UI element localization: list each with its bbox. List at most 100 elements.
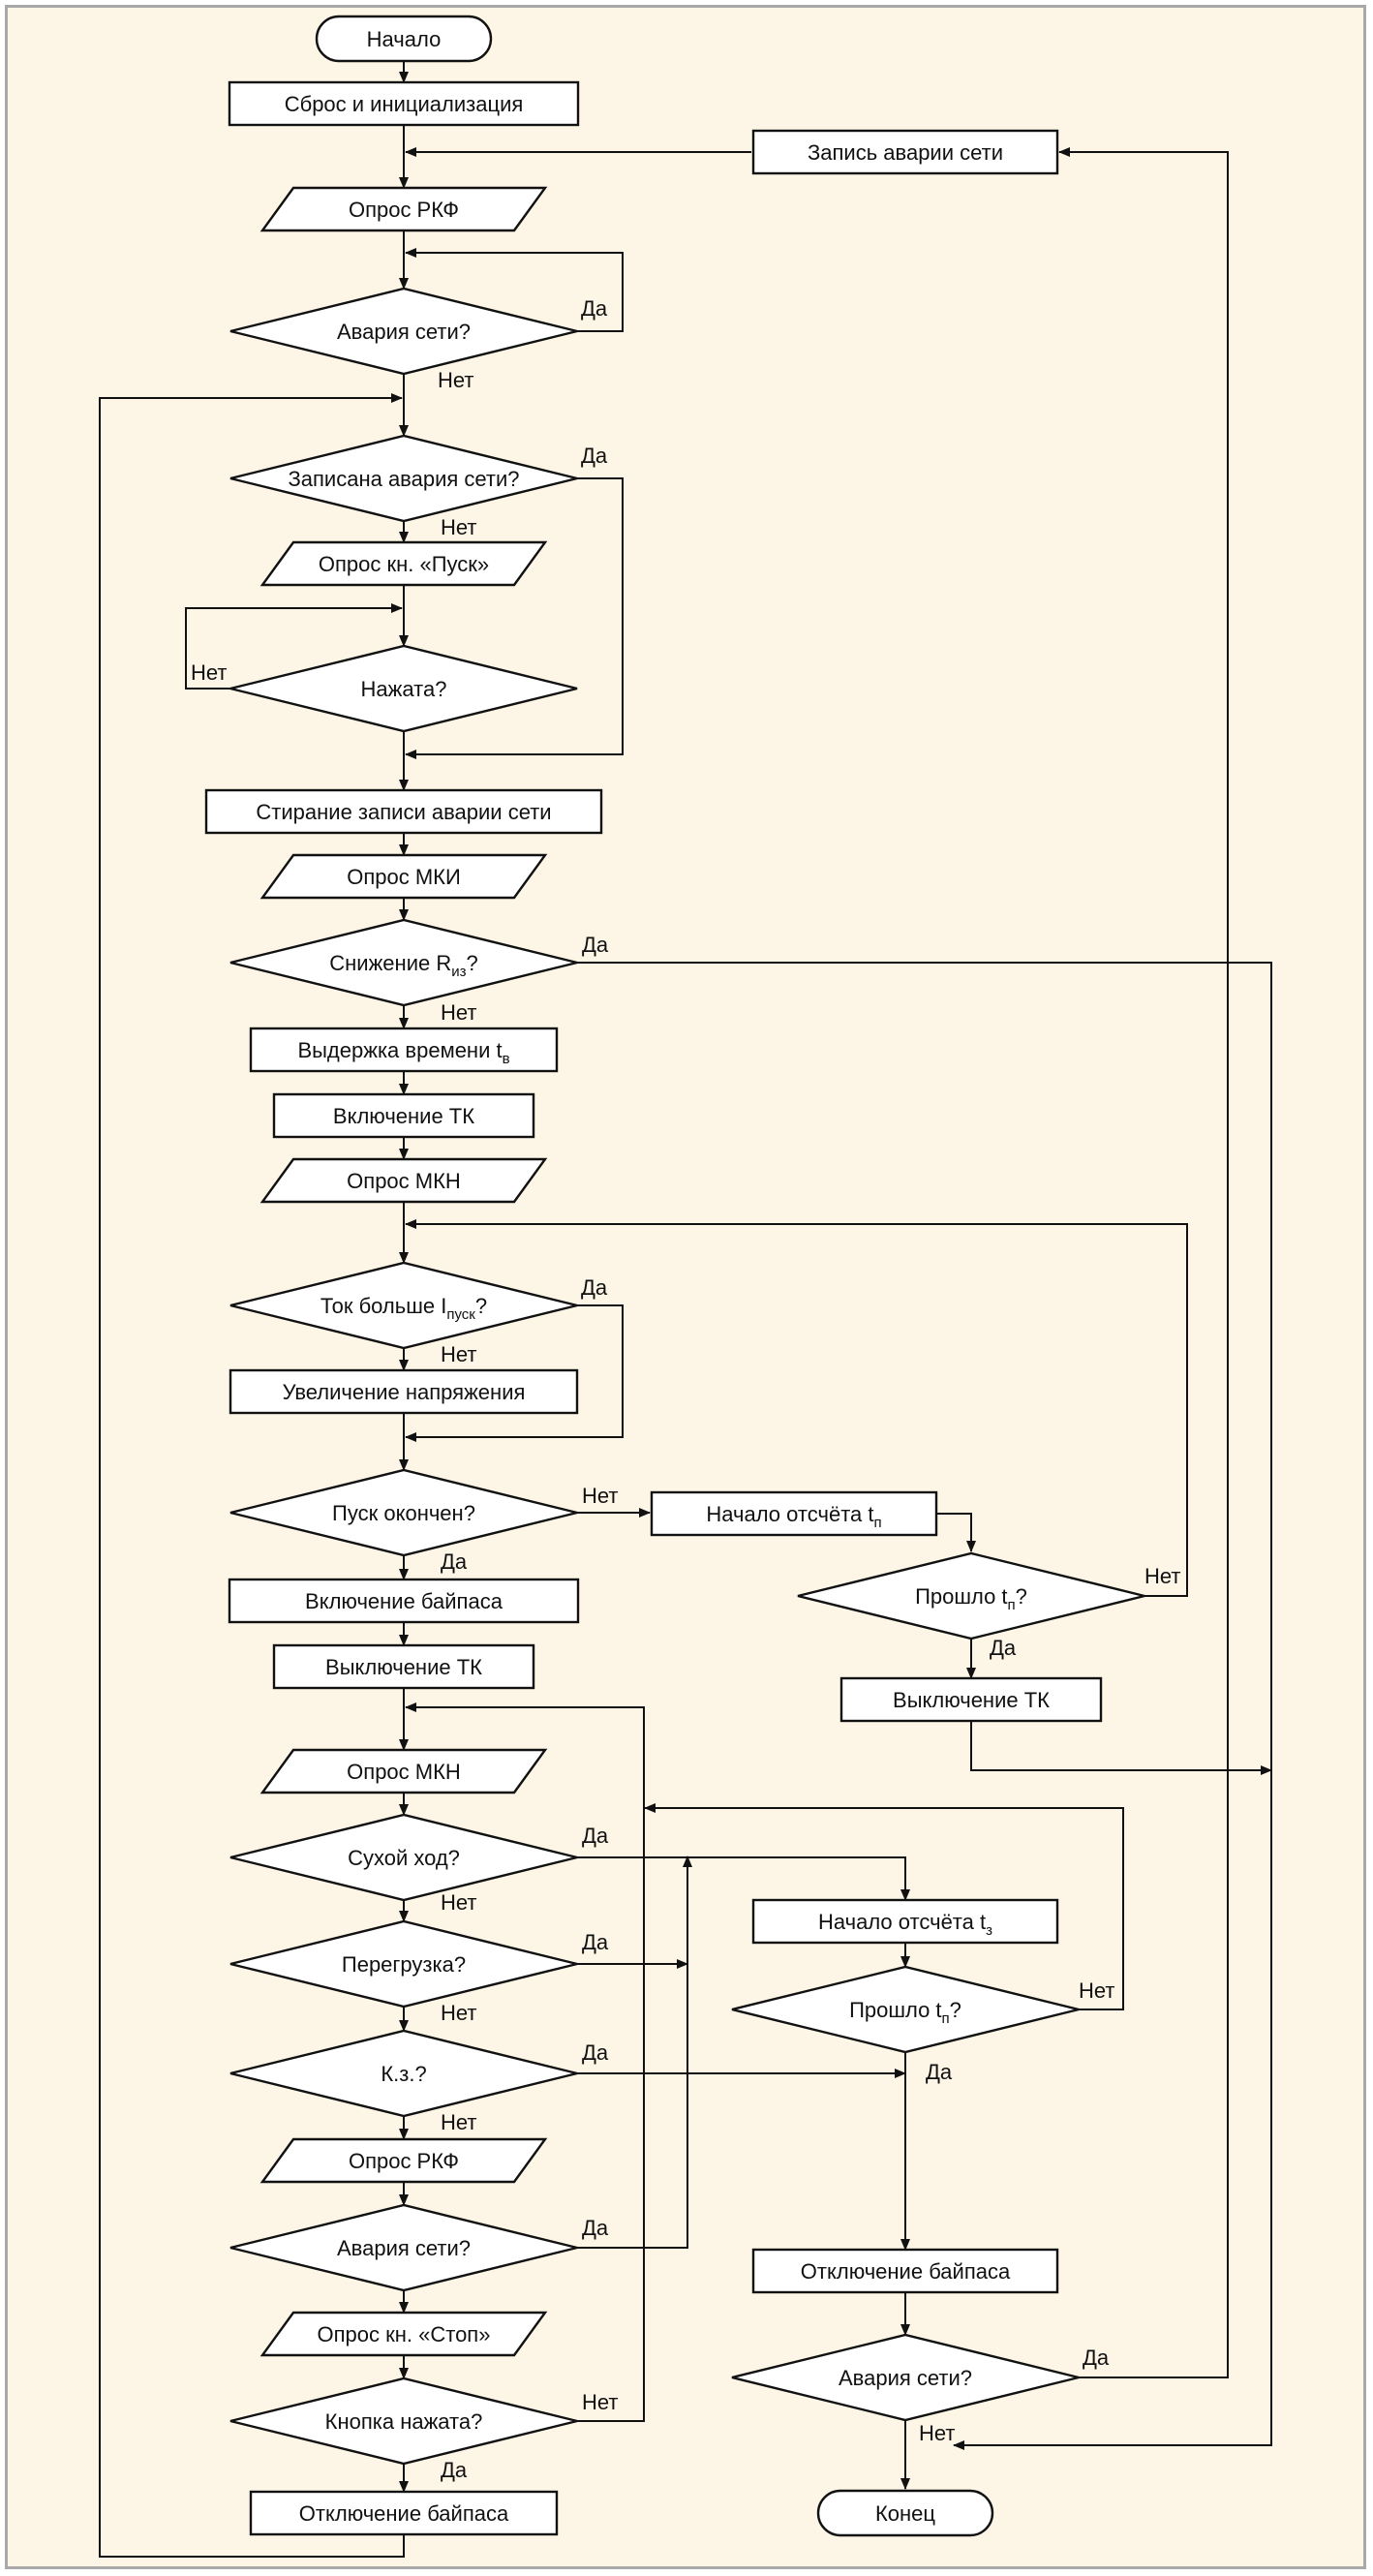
node-button-pressed: Кнопка нажата? — [229, 2377, 578, 2466]
node-elapsed-tp2: Прошло tп? — [731, 1965, 1080, 2054]
io-shape — [259, 540, 548, 587]
node-label-text: Выдержка времени t — [297, 1038, 502, 1062]
node-start-tp: Начало отсчёта tп — [650, 1490, 938, 1537]
connector-arrow — [405, 1304, 624, 1442]
node-dry-run: Сухой ход? — [229, 1813, 578, 1902]
node-label-text: Включение ТК — [333, 1104, 474, 1128]
node-tk-off-right: Выключение ТК — [839, 1676, 1103, 1723]
node-label: Опрос РКФ — [349, 2149, 459, 2173]
branch-label-no: Нет — [441, 1342, 476, 1366]
node-label-subscript: з — [986, 1922, 992, 1939]
node-delay-tv: Выдержка времени tв — [249, 1027, 559, 1073]
node-start-tz: Начало отсчёта tз — [751, 1898, 1059, 1945]
branch-label-no: Нет — [582, 2390, 618, 2414]
node-label-text: Отключение байпаса — [801, 2259, 1011, 2284]
proc-shape — [228, 80, 580, 127]
dec-shape — [229, 644, 578, 733]
node-label: Перегрузка? — [342, 1952, 466, 1977]
node-elapsed-tp: Прошло tп? — [797, 1551, 1145, 1641]
node-end: Конец — [816, 2489, 994, 2537]
node-label-text: Авария сети? — [839, 2366, 972, 2390]
dec-shape — [731, 1965, 1080, 2054]
node-label: Запись аварии сети — [808, 140, 1003, 165]
node-label-tail: ? — [1016, 1584, 1027, 1609]
node-label-text: Сброс и инициализация — [285, 92, 524, 116]
branch-label-no: Нет — [441, 2110, 476, 2134]
node-label-text: Опрос МКН — [347, 1760, 461, 1784]
node-label-subscript: п — [1008, 1597, 1016, 1613]
node-riz-drop: Снижение Rиз? — [229, 918, 578, 1007]
term-shape — [816, 2489, 994, 2537]
node-label-text: К.з.? — [381, 2062, 426, 2086]
io-shape — [259, 853, 548, 900]
proc-shape — [272, 1643, 535, 1690]
connector-arrow — [405, 1219, 1188, 1597]
node-label-text: Перегрузка? — [342, 1952, 466, 1977]
proc-shape — [229, 1368, 579, 1415]
node-bypass-off-right: Отключение байпаса — [751, 2248, 1059, 2294]
node-label-text: Выключение ТК — [893, 1688, 1050, 1712]
connector-arrow — [185, 603, 403, 690]
node-label: Увеличение напряжения — [283, 1380, 526, 1404]
node-label: Кнопка нажата? — [325, 2409, 483, 2434]
node-reset: Сброс и инициализация — [228, 80, 580, 127]
dec-shape — [731, 2333, 1080, 2422]
connector-arrow — [1058, 147, 1229, 2378]
io-shape — [259, 186, 548, 232]
dec-shape — [229, 1468, 578, 1557]
node-label-subscript: пуск — [446, 1306, 475, 1323]
node-label: Стирание записи аварии сети — [256, 800, 551, 824]
node-label-text: Опрос МКН — [347, 1169, 461, 1193]
branch-label-no: Нет — [441, 1000, 476, 1025]
node-record-fault: Запись аварии сети — [751, 129, 1059, 175]
node-label: Прошло tп? — [915, 1584, 1027, 1613]
branch-label-yes: Да — [926, 2060, 953, 2084]
dec-shape — [229, 434, 578, 523]
node-label: Опрос кн. «Стоп» — [318, 2322, 491, 2346]
node-increase-voltage: Увеличение напряжения — [229, 1368, 579, 1415]
dec-shape — [229, 287, 578, 376]
node-label-tail: ? — [466, 951, 477, 975]
dec-shape — [229, 1813, 578, 1902]
node-label: Выключение ТК — [893, 1688, 1050, 1712]
io-shape — [259, 1748, 548, 1794]
connector-arrow — [99, 393, 405, 2558]
node-label: Выключение ТК — [325, 1655, 482, 1679]
node-label-text: Сухой ход? — [348, 1846, 460, 1870]
connector-arrow — [577, 1855, 692, 2249]
branch-label-yes: Да — [1083, 2346, 1110, 2370]
proc-shape — [228, 1578, 580, 1624]
dec-shape — [229, 2203, 578, 2292]
node-label: Авария сети? — [839, 2366, 972, 2390]
branch-label-yes: Да — [441, 2458, 468, 2482]
node-label-text: Начало — [367, 27, 442, 51]
branch-label-no: Нет — [191, 660, 227, 685]
node-poll-mki: Опрос МКИ — [259, 853, 548, 900]
node-label: Снижение Rиз? — [329, 951, 477, 980]
node-start: Начало — [315, 15, 493, 63]
dec-shape — [797, 1551, 1145, 1641]
node-label: Опрос кн. «Пуск» — [319, 552, 489, 576]
node-label: Опрос МКИ — [347, 865, 461, 889]
node-label-subscript: п — [942, 2010, 950, 2027]
branch-label-yes: Да — [441, 1549, 468, 1574]
node-poll-rkf2: Опрос РКФ — [259, 2137, 548, 2184]
node-label-text: Увеличение напряжения — [283, 1380, 526, 1404]
node-label-text: Опрос РКФ — [349, 198, 459, 222]
node-current-gt: Ток больше Iпуск? — [229, 1261, 578, 1350]
branch-label-yes: Да — [582, 2216, 609, 2240]
dec-shape — [229, 1261, 578, 1350]
io-shape — [259, 2311, 548, 2357]
branch-label-no: Нет — [441, 2001, 476, 2025]
node-label: Отключение байпаса — [299, 2501, 509, 2526]
branch-label-no: Нет — [441, 515, 476, 539]
node-poll-start-btn: Опрос кн. «Пуск» — [259, 540, 548, 587]
node-label: Пуск окончен? — [332, 1501, 475, 1525]
node-label-tail: ? — [475, 1294, 487, 1318]
proc-shape — [839, 1676, 1103, 1723]
connector-arrow — [405, 248, 624, 332]
node-label-text: Опрос кн. «Пуск» — [319, 552, 489, 576]
connector-arrow — [936, 1513, 976, 1552]
connector-arrow — [970, 1721, 1272, 1775]
